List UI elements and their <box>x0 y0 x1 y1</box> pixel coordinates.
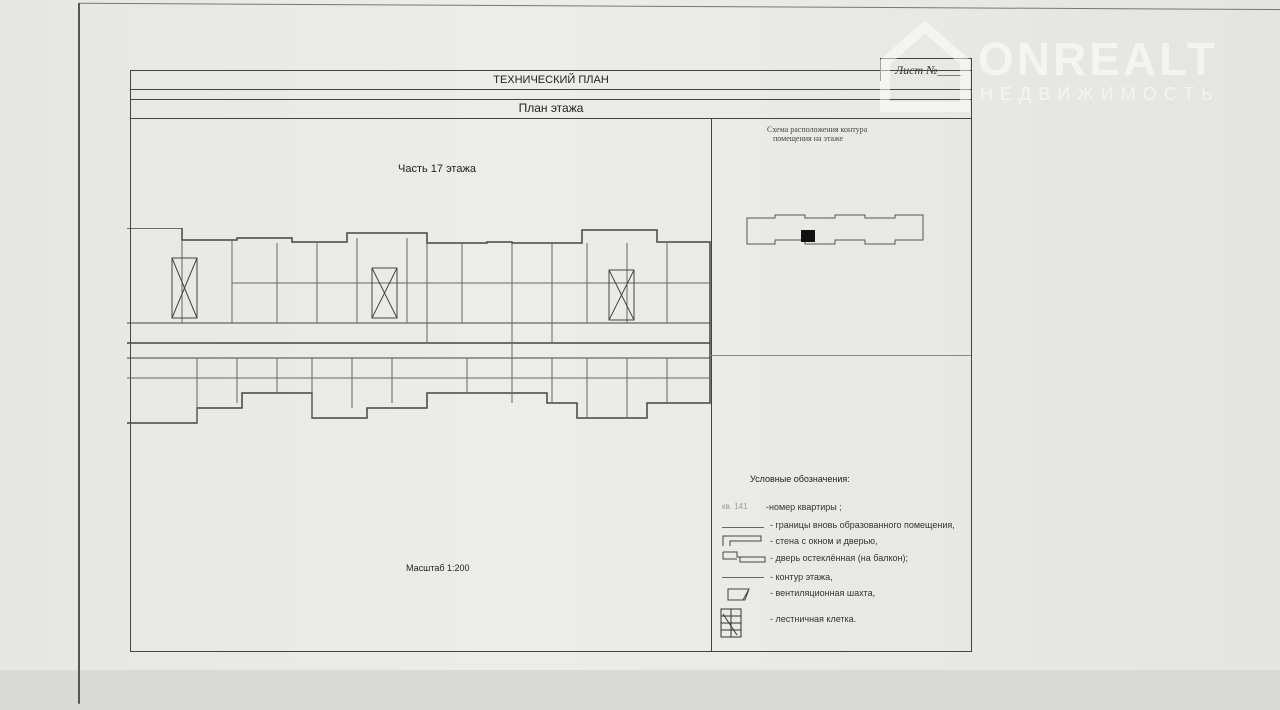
scheme-caption-line1: Схема расположения контура <box>767 125 868 134</box>
blank-row <box>131 89 971 100</box>
plan-subtitle: План этажа <box>518 101 584 115</box>
legend-contour: - контур этажа, <box>770 572 833 582</box>
staircase-icon <box>171 257 635 321</box>
ventilation-shaft-icon <box>727 588 750 601</box>
legend-glazed-door: - дверь остеклённая (на балкон); <box>770 553 908 563</box>
scheme-caption-line2: помещения на этаже <box>773 134 844 143</box>
floor-location-scheme <box>746 214 924 245</box>
legend-title: Условные обозначения: <box>750 474 850 484</box>
apartment-number-symbol: кв. 141 <box>722 502 748 511</box>
title-row: ТЕХНИЧЕСКИЙ ПЛАН <box>131 71 971 90</box>
highlighted-premises-marker <box>801 230 815 242</box>
boundary-line-symbol <box>722 527 764 528</box>
staircase-legend-icon <box>720 608 742 638</box>
subtitle-row: План этажа <box>131 99 971 119</box>
scale-label: Масштаб 1:200 <box>406 563 470 573</box>
legend-staircase: - лестничная клетка. <box>770 614 857 624</box>
onrealt-watermark: ONREALT НЕДВИЖИМОСТЬ <box>880 20 1215 117</box>
floor-part-label: Часть 17 этажа <box>398 163 476 175</box>
technical-plan-frame: ТЕХНИЧЕСКИЙ ПЛАН План этажа <box>130 70 972 652</box>
right-column-divider <box>711 355 971 356</box>
house-logo-icon <box>880 20 970 112</box>
legend-boundary: - границы вновь образованного помещения, <box>770 520 955 530</box>
floor-plan-drawing <box>127 228 711 424</box>
watermark-brand: ONREALT <box>978 33 1218 85</box>
plan-title: ТЕХНИЧЕСКИЙ ПЛАН <box>493 74 609 86</box>
legend-apartment-number: -номер квартиры ; <box>766 502 842 512</box>
legend-ventilation: - вентиляционная шахта, <box>770 588 876 598</box>
floor-contour-symbol <box>722 577 764 578</box>
glazed-door-icon <box>722 551 766 563</box>
wall-window-door-icon <box>722 535 762 546</box>
legend-wall: - стена с окном и дверью, <box>770 536 878 546</box>
column-divider <box>711 118 712 651</box>
watermark-tagline: НЕДВИЖИМОСТЬ <box>980 84 1220 104</box>
